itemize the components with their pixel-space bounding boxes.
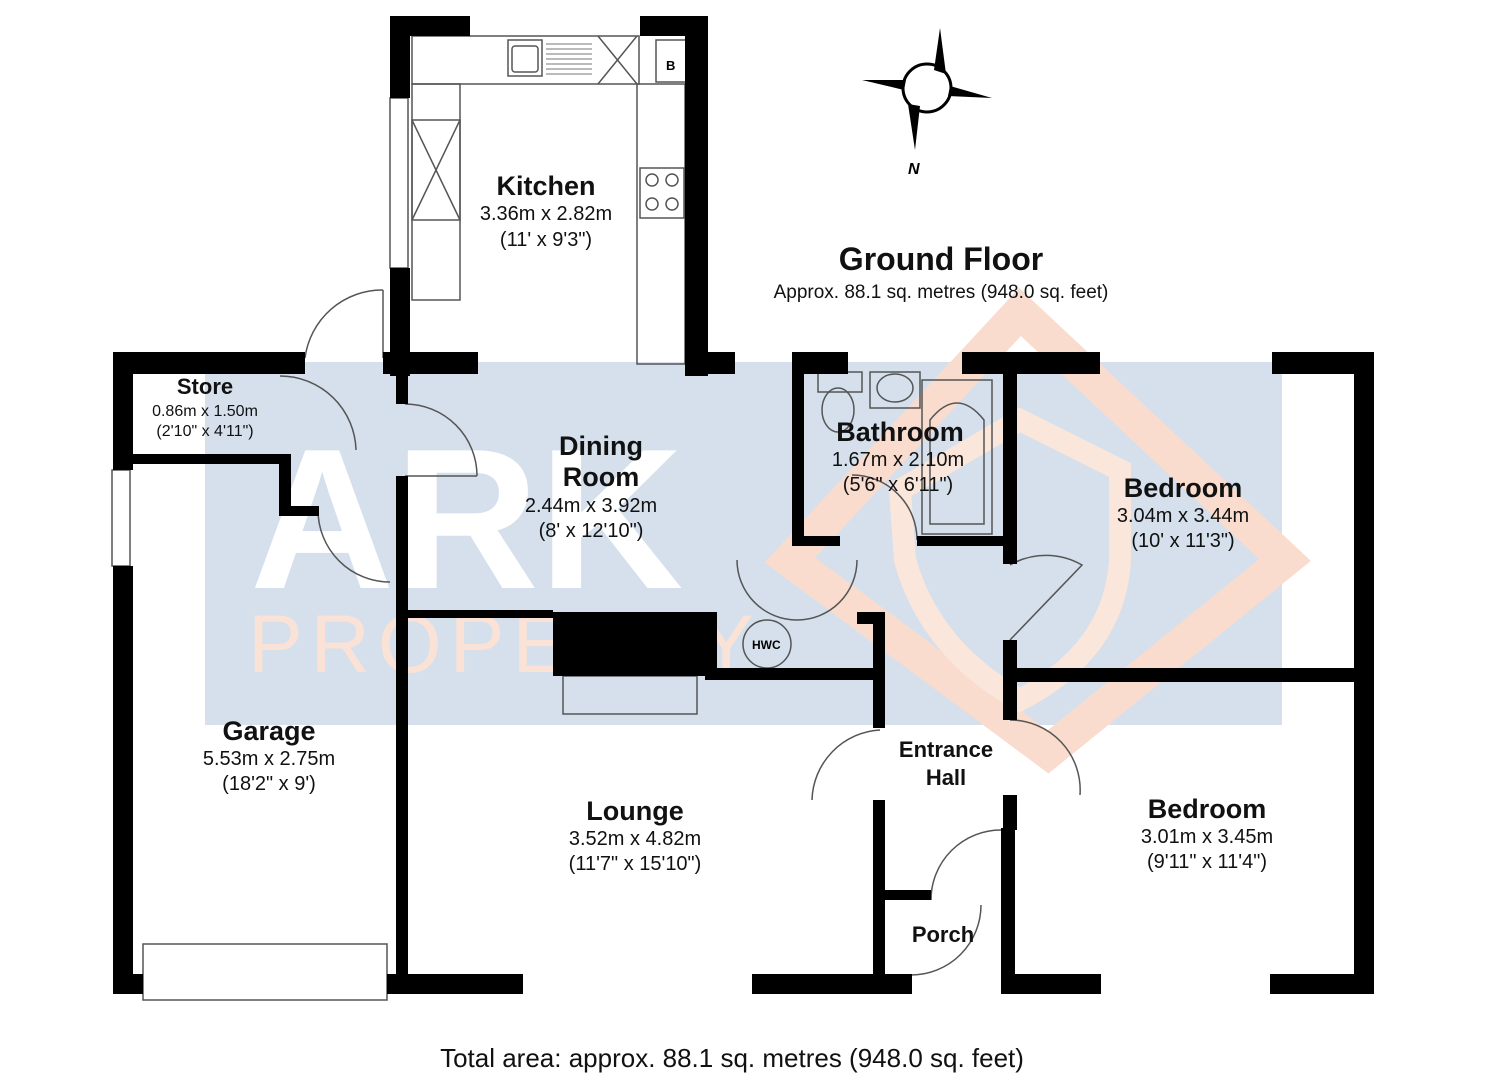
walls xyxy=(113,16,1374,994)
room-dining: Dining Room 2.44m x 3.92m (8' x 12'10") xyxy=(525,431,657,542)
store-imperial: (2'10" x 4'11") xyxy=(156,423,253,440)
compass-label: N xyxy=(908,161,920,178)
lounge-name: Lounge xyxy=(586,796,683,826)
room-entrance-hall: Entrance Hall xyxy=(899,737,993,790)
entrance-name-line2: Hall xyxy=(926,765,966,790)
room-kitchen: Kitchen 3.36m x 2.82m (11' x 9'3") xyxy=(480,171,612,251)
garage-name: Garage xyxy=(222,716,315,746)
bathroom-metric: 1.67m x 2.10m xyxy=(832,449,964,471)
watermark-logo: ARK PROPERTY xyxy=(205,287,1311,774)
bathroom-name: Bathroom xyxy=(836,417,964,447)
north-arrow-icon: N xyxy=(862,28,992,178)
garage-metric: 5.53m x 2.75m xyxy=(203,748,335,770)
watermark-brand: ARK xyxy=(250,408,683,631)
bedroom2-imperial: (9'11" x 11'4") xyxy=(1147,851,1267,873)
lounge-imperial: (11'7" x 15'10") xyxy=(569,853,702,875)
lounge-metric: 3.52m x 4.82m xyxy=(569,828,701,850)
room-bathroom: Bathroom 1.67m x 2.10m (5'6" x 6'11") xyxy=(832,417,964,496)
store-name: Store xyxy=(177,374,233,399)
floor-area: Approx. 88.1 sq. metres (948.0 sq. feet) xyxy=(774,282,1109,303)
boiler-label: B xyxy=(666,58,675,73)
porch-name: Porch xyxy=(912,922,974,947)
bedroom2-metric: 3.01m x 3.45m xyxy=(1141,826,1273,848)
entrance-name-line1: Entrance xyxy=(899,737,993,762)
bedroom1-name: Bedroom xyxy=(1124,473,1243,503)
kitchen-name: Kitchen xyxy=(496,171,595,201)
hwc-label: HWC xyxy=(752,638,781,652)
bedroom2-name: Bedroom xyxy=(1148,794,1267,824)
total-area: Total area: approx. 88.1 sq. metres (948… xyxy=(440,1043,1024,1073)
store-metric: 0.86m x 1.50m xyxy=(152,403,258,420)
room-store: Store 0.86m x 1.50m (2'10" x 4'11") xyxy=(152,374,258,440)
room-garage: Garage 5.53m x 2.75m (18'2" x 9') xyxy=(203,716,335,795)
dining-name-line1: Dining xyxy=(559,431,643,461)
room-bedroom-1: Bedroom 3.04m x 3.44m (10' x 11'3") xyxy=(1117,473,1249,552)
garage-imperial: (18'2" x 9') xyxy=(222,773,316,795)
dining-imperial: (8' x 12'10") xyxy=(539,520,644,542)
dining-name-line2: Room xyxy=(563,462,640,492)
room-bedroom-2: Bedroom 3.01m x 3.45m (9'11" x 11'4") xyxy=(1141,794,1273,873)
room-porch: Porch xyxy=(912,922,974,947)
room-lounge: Lounge 3.52m x 4.82m (11'7" x 15'10") xyxy=(569,796,702,875)
bedroom1-imperial: (10' x 11'3") xyxy=(1131,530,1234,552)
kitchen-imperial: (11' x 9'3") xyxy=(500,229,592,251)
floor-title: Ground Floor xyxy=(839,241,1043,277)
dining-metric: 2.44m x 3.92m xyxy=(525,495,657,517)
fixtures xyxy=(111,35,1084,1001)
kitchen-metric: 3.36m x 2.82m xyxy=(480,203,612,225)
bathroom-imperial: (5'6" x 6'11") xyxy=(843,474,953,496)
bedroom1-metric: 3.04m x 3.44m xyxy=(1117,505,1249,527)
